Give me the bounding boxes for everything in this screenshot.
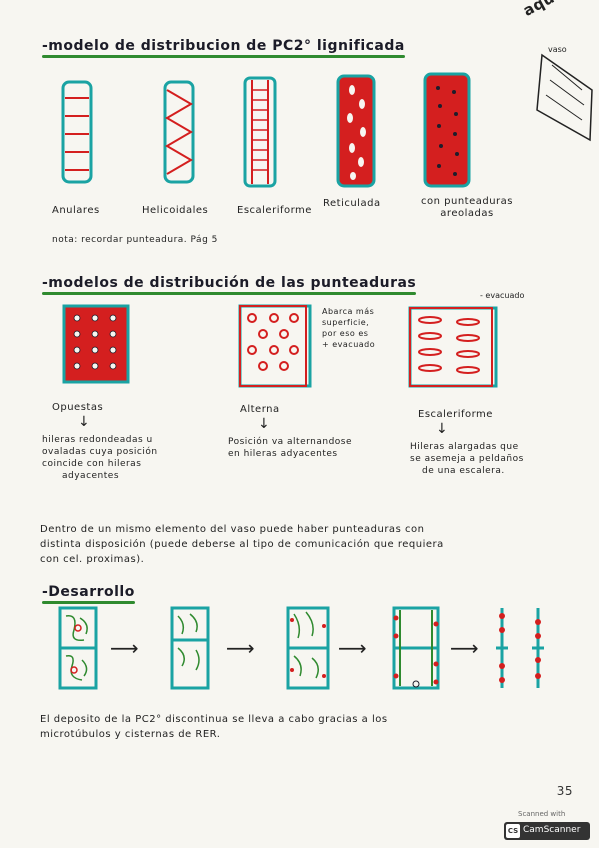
scanner-badge: CS CamScanner [504, 822, 590, 840]
pit-side-note: - evacuado [480, 291, 525, 300]
vessel-models-illustration [61, 72, 471, 188]
stage-2 [170, 606, 210, 690]
heading-lignified-models: -modelo de distribucion de PC2° lignific… [42, 38, 405, 58]
corner-vessel-sketch [536, 53, 593, 142]
label-escaleriforme: Escaleriforme [237, 205, 312, 216]
opposite-pits-box [62, 304, 130, 384]
heading-development: -Desarrollo [42, 584, 135, 604]
scanner-brand: CamScanner [523, 825, 581, 835]
helical-vessel [163, 80, 195, 184]
right-arrow-4: ⟶ [450, 636, 479, 660]
pit-annotation: Abarca más superficie, por eso es + evac… [322, 307, 376, 349]
stage-5 [496, 608, 544, 688]
corner-sub: vaso [548, 45, 567, 54]
heading-pit-models: -modelos de distribución de las punteadu… [42, 275, 417, 295]
development-sequence-illustration [58, 606, 544, 690]
label-opuestas: Opuestas [52, 402, 104, 413]
pit-models-illustration [62, 304, 498, 388]
scalariform-vessel [243, 76, 277, 188]
label-escaleriforme-pits: Escaleriforme [418, 409, 493, 420]
desc-opuestas: hileras redondeadas u ovaladas cuya posi… [42, 435, 158, 481]
stage-1 [58, 606, 98, 690]
label-anulares: Anulares [52, 205, 100, 216]
down-arrow-opuestas: ↓ [78, 414, 90, 430]
paragraph-deposit: El deposito de la PC2° discontinua se ll… [40, 714, 388, 740]
stage-4 [392, 606, 440, 690]
anular-vessel [61, 80, 93, 184]
label-helicoidales: Helicoidales [142, 205, 209, 216]
page-number: 35 [556, 784, 573, 798]
camscanner-watermark: Scanned with CS CamScanner [504, 808, 592, 842]
label-areoladas: con punteaduras areoladas [421, 196, 513, 219]
paragraph-disposition: Dentro de un mismo elemento del vaso pue… [40, 524, 444, 565]
alternate-pits-box [238, 304, 312, 388]
stage-3 [286, 606, 330, 690]
right-arrow-2: ⟶ [226, 636, 255, 660]
scanner-caption: Scanned with [518, 810, 566, 818]
label-reticulada: Reticulada [323, 198, 381, 209]
right-arrow-1: ⟶ [110, 636, 139, 660]
bordered-pit-vessel [423, 72, 471, 188]
desc-escaleriforme: Hileras alargadas que se asemeja a pelda… [410, 442, 524, 476]
down-arrow-alterna: ↓ [258, 416, 270, 432]
label-alterna: Alterna [240, 404, 280, 415]
desc-alterna: Posición va alternandose en hileras adya… [228, 437, 353, 459]
scalariform-pits-box [408, 306, 498, 388]
right-arrow-3: ⟶ [338, 636, 367, 660]
reticulate-vessel [336, 74, 376, 188]
camscanner-logo-icon: CS [506, 824, 520, 838]
corner-title: aqueidas [520, 0, 599, 20]
down-arrow-escaleriforme: ↓ [436, 421, 448, 437]
note-punteadura: nota: recordar punteadura. Pág 5 [52, 235, 218, 245]
